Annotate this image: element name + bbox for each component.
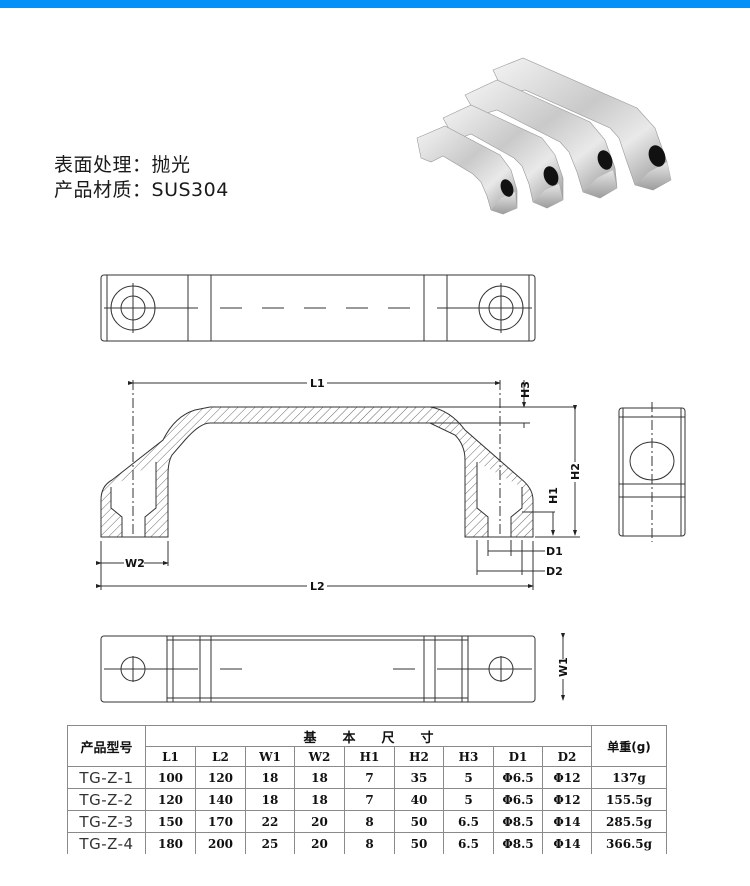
value-cell: 50 <box>394 810 444 833</box>
value-cell: 120 <box>145 788 196 811</box>
weight-cell: 137g <box>591 766 667 789</box>
value-cell: 50 <box>394 832 444 854</box>
model-header: 产品型号 <box>67 725 146 767</box>
value-cell: Φ12 <box>542 788 592 811</box>
dim-label-W1: W1 <box>557 657 570 677</box>
value-cell: 7 <box>344 788 395 811</box>
dim-label-H2: H2 <box>569 463 582 480</box>
value-cell: 7 <box>344 766 395 789</box>
value-cell: 5 <box>443 766 494 789</box>
value-cell: 20 <box>294 810 345 833</box>
value-cell: 18 <box>245 766 295 789</box>
spec-surface-treatment: 表面处理：抛光 <box>54 150 191 177</box>
value-cell: Φ8.5 <box>493 832 543 854</box>
spec-value: 抛光 <box>151 154 191 176</box>
column-header: H2 <box>394 746 444 767</box>
column-header: H1 <box>344 746 395 767</box>
dim-label-L2: L2 <box>310 580 325 593</box>
column-header: W2 <box>294 746 345 767</box>
model-cell: TG-Z-4 <box>67 832 146 854</box>
spec-label: 产品材质： <box>54 179 152 201</box>
value-cell: 140 <box>195 788 246 811</box>
value-cell: 180 <box>145 832 196 854</box>
table-row: TG-Z-3 150 170 22 20 8 50 6.5 Φ8.5 Φ14 2… <box>67 810 667 833</box>
value-cell: 40 <box>394 788 444 811</box>
top-view <box>100 274 536 342</box>
dim-label-D2: D2 <box>546 565 563 578</box>
value-cell: 35 <box>394 766 444 789</box>
spec-material: 产品材质：SUS304 <box>54 175 229 202</box>
table-row: TG-Z-1 100 120 18 18 7 35 5 Φ6.5 Φ12 137… <box>67 766 667 789</box>
side-view <box>618 402 686 542</box>
table-row: TG-Z-2 120 140 18 18 7 40 5 Φ6.5 Φ12 155… <box>67 788 667 811</box>
value-cell: 22 <box>245 810 295 833</box>
value-cell: 6.5 <box>443 832 494 854</box>
handle-4-photo <box>492 57 672 191</box>
value-cell: Φ14 <box>542 810 592 833</box>
column-header: L1 <box>145 746 196 767</box>
dim-label-W2: W2 <box>125 557 145 570</box>
handle-3-photo <box>464 79 618 199</box>
value-cell: Φ14 <box>542 832 592 854</box>
weight-cell: 366.5g <box>591 832 667 854</box>
spec-table: 产品型号 基 本 尺 寸 单重(g) L1 L2 W1 W2 H1 H2 H3 … <box>67 725 667 854</box>
value-cell: Φ8.5 <box>493 810 543 833</box>
dim-label-H3: H3 <box>519 381 532 398</box>
weight-cell: 155.5g <box>591 788 667 811</box>
technical-drawing: L1 L2 W2 D1 D2 H3 H2 H1 <box>96 274 686 703</box>
column-header: H3 <box>443 746 494 767</box>
value-cell: 8 <box>344 810 395 833</box>
column-header: D2 <box>542 746 592 767</box>
dim-label-H1: H1 <box>547 487 560 504</box>
value-cell: 200 <box>195 832 246 854</box>
column-header: W1 <box>245 746 295 767</box>
weight-header: 单重(g) <box>591 725 667 767</box>
column-header: L2 <box>195 746 246 767</box>
column-header: D1 <box>493 746 543 767</box>
value-cell: 150 <box>145 810 196 833</box>
dimensions-group-header: 基 本 尺 寸 <box>145 725 592 747</box>
model-cell: TG-Z-2 <box>67 788 146 811</box>
value-cell: 170 <box>195 810 246 833</box>
handle-photo <box>416 57 672 215</box>
value-cell: Φ12 <box>542 766 592 789</box>
value-cell: 18 <box>294 788 345 811</box>
value-cell: 20 <box>294 832 345 854</box>
value-cell: 100 <box>145 766 196 789</box>
value-cell: 5 <box>443 788 494 811</box>
dim-label-D1: D1 <box>546 545 563 558</box>
value-cell: Φ6.5 <box>493 766 543 789</box>
handle-1-photo <box>416 125 518 215</box>
handle-2-photo <box>442 104 564 209</box>
dim-label-L1: L1 <box>310 377 325 390</box>
value-cell: 120 <box>195 766 246 789</box>
value-cell: 6.5 <box>443 810 494 833</box>
value-cell: 18 <box>245 788 295 811</box>
model-cell: TG-Z-1 <box>67 766 146 789</box>
bottom-view <box>100 633 565 703</box>
value-cell: 25 <box>245 832 295 854</box>
top-accent-bar <box>0 0 750 8</box>
value-cell: 18 <box>294 766 345 789</box>
value-cell: 8 <box>344 832 395 854</box>
front-section-view <box>96 380 580 590</box>
weight-cell: 285.5g <box>591 810 667 833</box>
spec-value: SUS304 <box>151 179 229 201</box>
value-cell: Φ6.5 <box>493 788 543 811</box>
model-cell: TG-Z-3 <box>67 810 146 833</box>
spec-label: 表面处理： <box>54 154 152 176</box>
table-row: TG-Z-4 180 200 25 20 8 50 6.5 Φ8.5 Φ14 3… <box>67 832 667 854</box>
